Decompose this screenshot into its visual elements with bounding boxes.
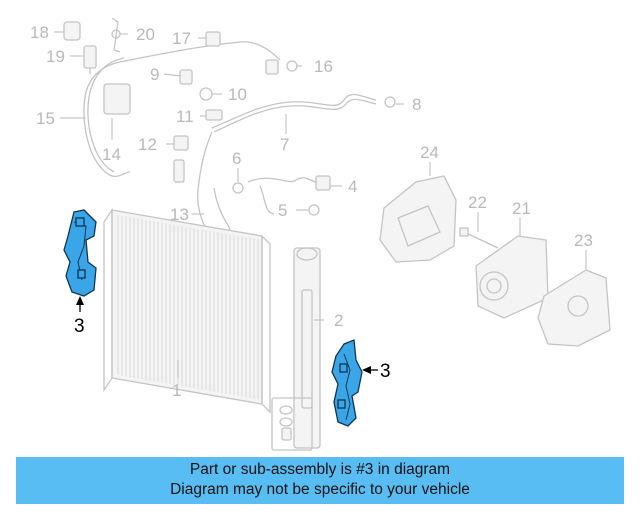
part-1-condenser <box>103 207 271 414</box>
part-19-valve <box>83 45 97 74</box>
part-12-cap <box>173 135 189 151</box>
banner-line-2: Diagram may not be specific to your vehi… <box>170 481 470 498</box>
callout-22: 22 <box>468 193 487 212</box>
callout-12: 12 <box>138 135 157 154</box>
callout-19: 19 <box>46 47 65 66</box>
callout-24: 24 <box>420 143 439 162</box>
part-21-compressor <box>475 235 549 319</box>
callout-7: 7 <box>280 135 289 154</box>
part-2-receiver-drier <box>293 247 321 449</box>
part-18-cap <box>63 21 81 41</box>
callout-20: 20 <box>136 25 155 44</box>
callout-14: 14 <box>102 145 121 164</box>
part-9-valve <box>179 69 193 85</box>
part-7-line <box>211 93 396 133</box>
part-22-bolt <box>459 227 499 249</box>
callout-11: 11 <box>176 107 194 126</box>
part-16-oring <box>265 59 298 75</box>
part-20-clip <box>111 17 121 53</box>
callout-18: 18 <box>30 23 49 42</box>
callout-23: 23 <box>574 231 593 250</box>
part-5-fitting <box>308 204 320 216</box>
part-10-oring <box>199 87 213 101</box>
part-6-oring <box>232 182 244 194</box>
callout-leader-3-left <box>76 296 84 312</box>
callout-5: 5 <box>278 201 287 220</box>
part-4-line <box>247 175 331 215</box>
part-17-clamp <box>205 31 221 47</box>
callout-15: 15 <box>36 109 55 128</box>
part-11-sensor <box>205 109 223 121</box>
callout-17: 17 <box>172 29 191 48</box>
callout-9: 9 <box>150 65 159 84</box>
callout-16: 16 <box>314 57 333 76</box>
parts-diagram: 18 19 20 17 16 9 10 11 8 15 7 12 14 6 24… <box>30 17 611 451</box>
callout-3-left: 3 <box>74 316 85 337</box>
callout-13: 13 <box>170 205 189 224</box>
condenser-fins <box>117 215 259 400</box>
callout-1: 1 <box>172 381 181 400</box>
callout-10: 10 <box>228 85 247 104</box>
part-24-bracket <box>379 175 457 263</box>
part-23-mount <box>537 269 611 347</box>
callout-leader-3-right <box>362 366 378 374</box>
banner-line-1: Part or sub-assembly is #3 in diagram <box>189 461 451 478</box>
callout-leaders <box>54 31 587 378</box>
callout-3-right: 3 <box>380 361 391 382</box>
info-banner: Part or sub-assembly is #3 in diagram Di… <box>16 457 624 504</box>
callout-2: 2 <box>334 311 343 330</box>
drier-seal-kit <box>271 397 313 451</box>
part-3-bracket-left[interactable] <box>63 209 97 297</box>
part-3-bracket-right[interactable] <box>331 339 363 427</box>
part-15-hose <box>83 41 281 178</box>
callout-6: 6 <box>232 149 241 168</box>
callout-21: 21 <box>512 199 531 218</box>
callout-8: 8 <box>412 95 421 114</box>
callout-4: 4 <box>348 177 357 196</box>
